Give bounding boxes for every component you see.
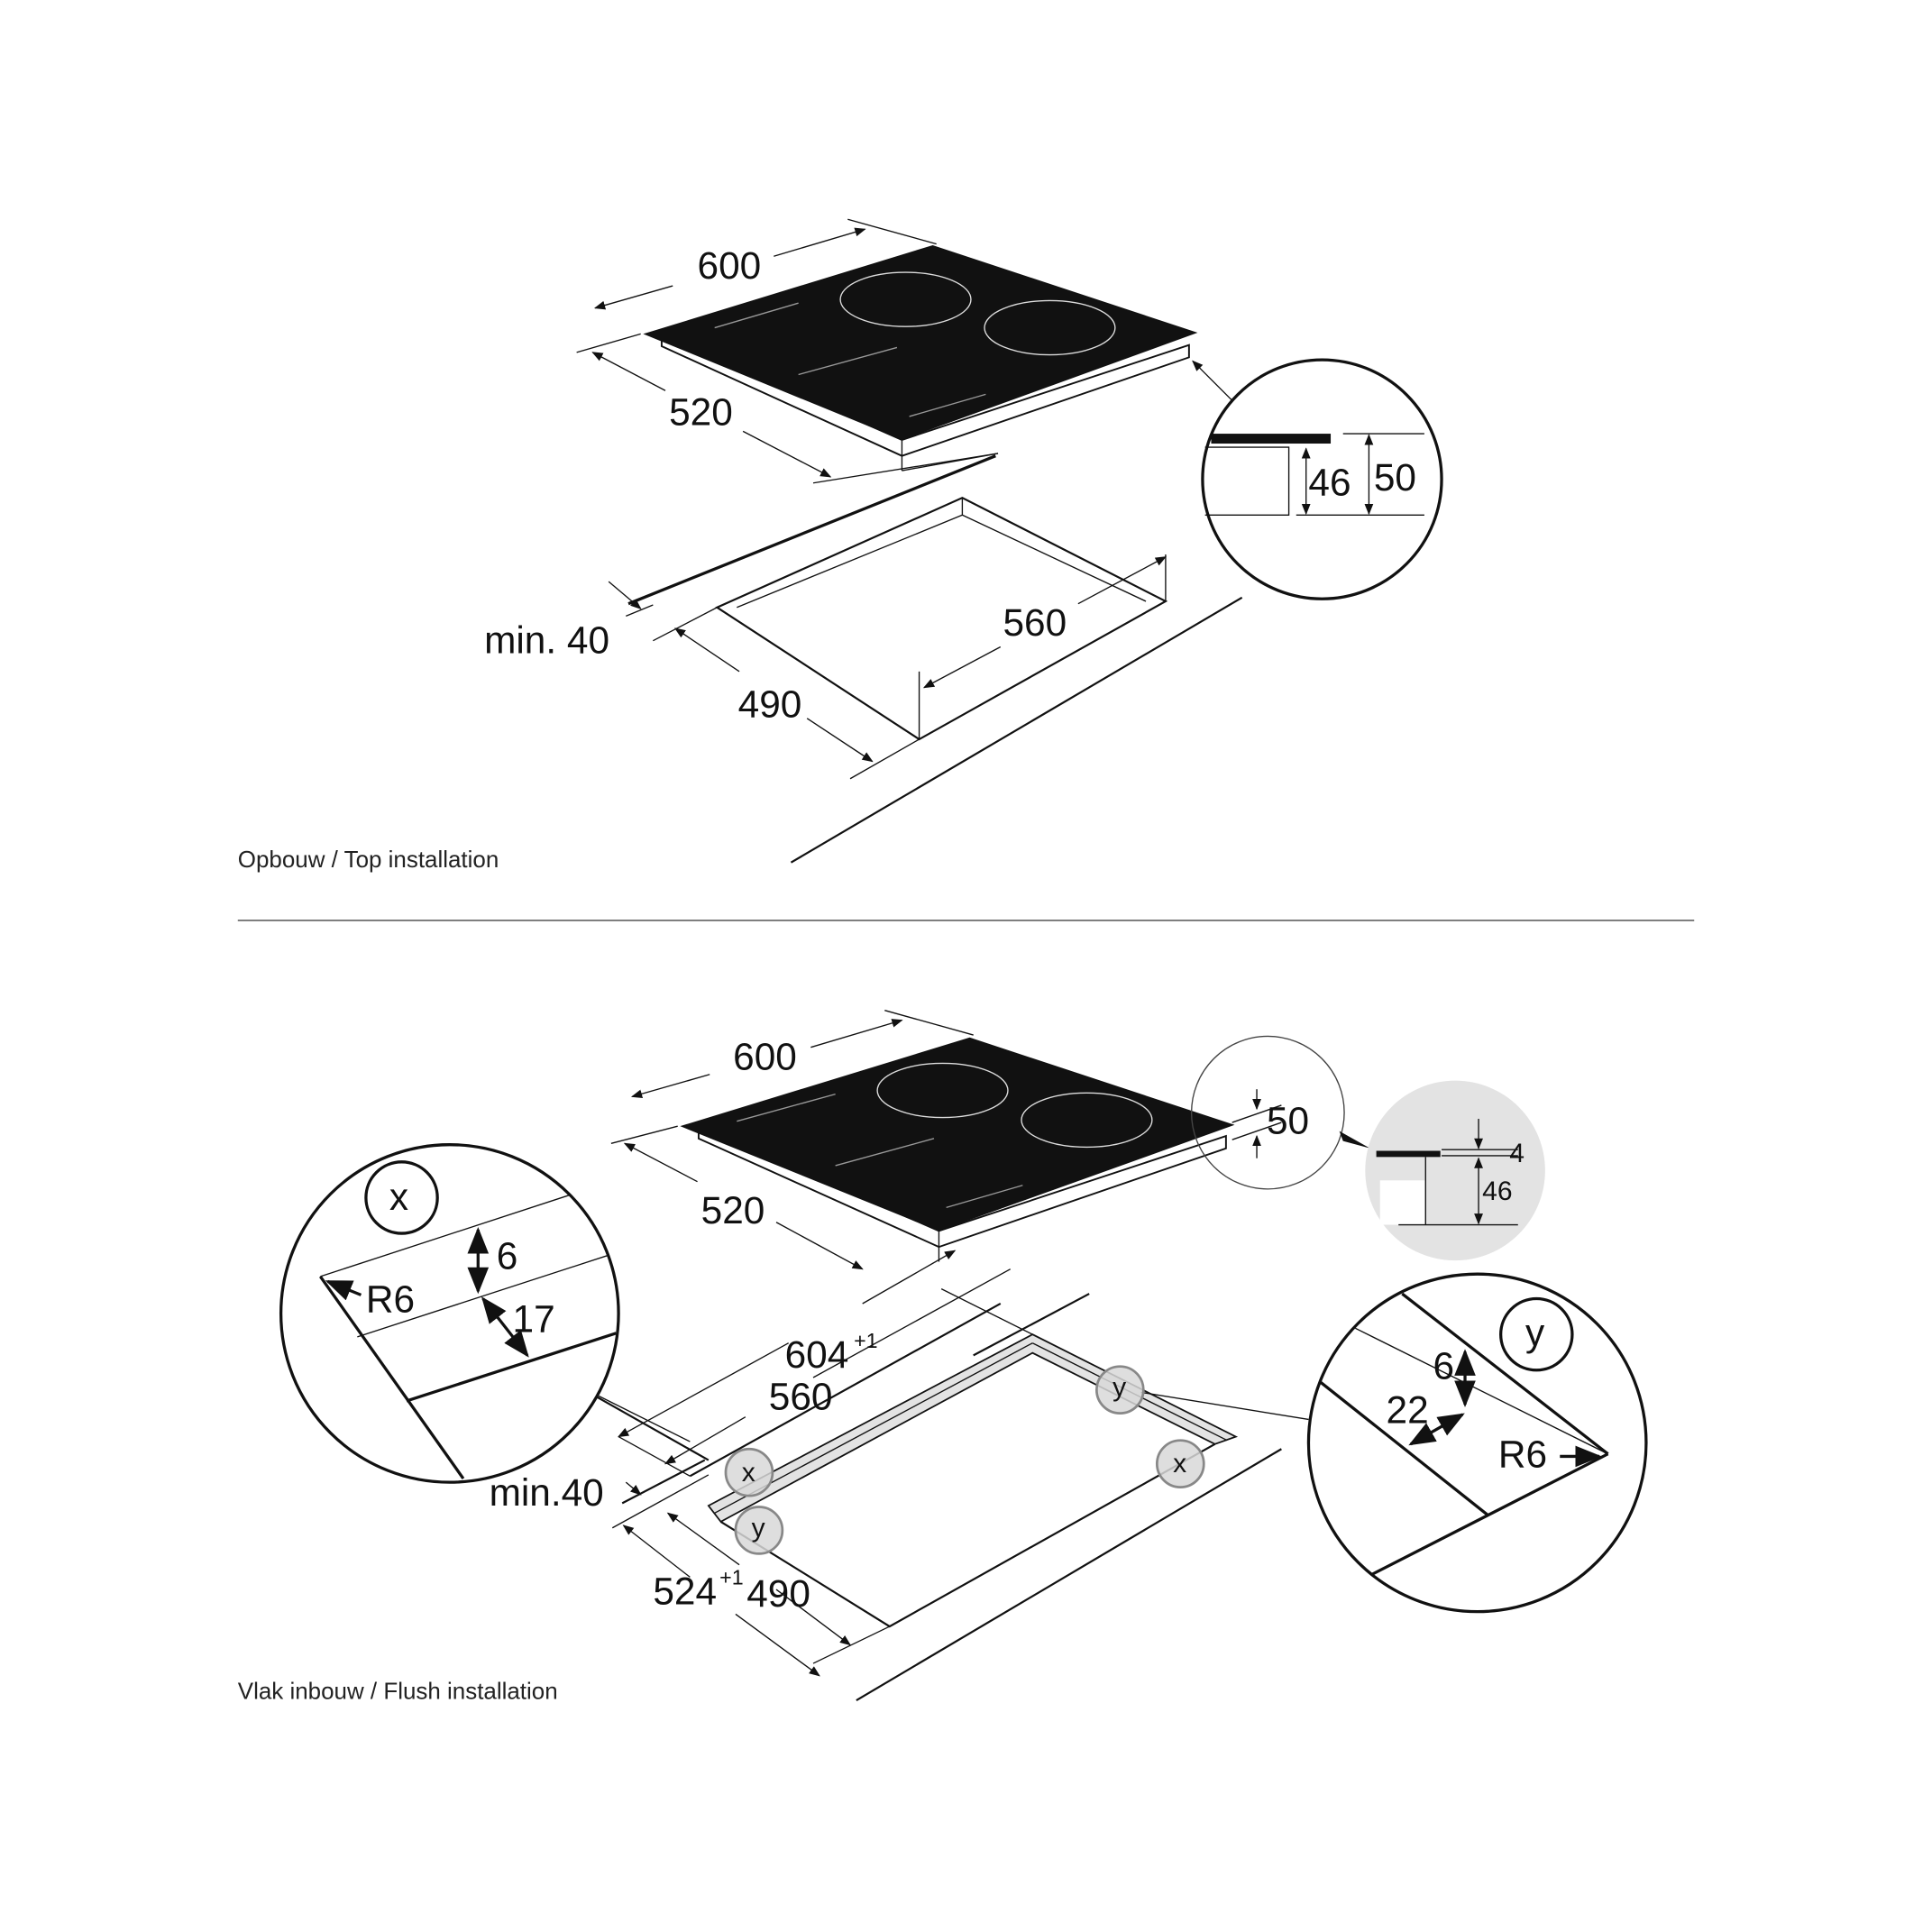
flush-min-distance-label: min.40	[490, 1471, 604, 1514]
top-installation-drawing: 600 520 min. 40 560 490	[238, 218, 1443, 873]
flush-cutout-depth-label: 490	[746, 1572, 810, 1615]
detail-x-circle: x 6 R6 17	[279, 1143, 620, 1484]
svg-text:x: x	[1173, 1449, 1186, 1479]
hob-width-label: 600	[698, 244, 762, 287]
flush-height-label: 50	[1267, 1099, 1309, 1141]
detail-y-depth: 6	[1433, 1344, 1454, 1387]
total-height-label: 50	[1374, 456, 1416, 499]
cutout-depth-label: 490	[738, 682, 802, 725]
min-distance-label: min. 40	[484, 618, 609, 661]
detail-y-label: y	[1525, 1311, 1545, 1353]
svg-text:x: x	[742, 1458, 755, 1488]
burner	[839, 271, 972, 327]
flush-cutout-width-label: 560	[769, 1376, 833, 1418]
burner	[876, 1062, 1009, 1119]
hob-glass	[643, 244, 1198, 440]
height-detail-circle: 46 50	[1201, 358, 1443, 600]
flush-height-detail: 50	[1190, 1035, 1370, 1190]
hob-glass	[680, 1037, 1235, 1232]
flush-installation-caption: Vlak inbouw / Flush installation	[238, 1678, 558, 1705]
detail-x-radius: R6	[366, 1278, 415, 1321]
glass-thickness-label: 4	[1509, 1139, 1525, 1168]
marker-x: x	[724, 1447, 774, 1497]
burner	[1021, 1092, 1153, 1149]
svg-text:y: y	[1113, 1372, 1126, 1402]
cutout-width-label: 560	[1003, 601, 1067, 644]
burner	[984, 299, 1116, 356]
detail-x-depth: 6	[497, 1235, 518, 1277]
gray-detail-circle: 4 46	[1365, 1080, 1545, 1261]
hob-depth-label: 520	[669, 391, 733, 434]
top-installation-caption: Opbouw / Top installation	[238, 846, 499, 873]
detail-x-label: x	[389, 1176, 408, 1218]
flush-installation-drawing: 600 520 50 4 46	[238, 1010, 1648, 1705]
marker-y: y	[1095, 1365, 1145, 1415]
detail-y-radius: R6	[1498, 1433, 1547, 1476]
body-height-label: 46	[1482, 1177, 1512, 1206]
flush-hob-width-label: 600	[733, 1035, 797, 1077]
marker-y: y	[734, 1506, 784, 1555]
rebate-width-label: 604	[785, 1333, 849, 1376]
marker-x: x	[1155, 1439, 1205, 1488]
flush-hob-depth-label: 520	[701, 1189, 765, 1232]
svg-text:y: y	[752, 1513, 765, 1543]
inner-height-label: 46	[1308, 461, 1351, 503]
detail-y-width: 22	[1387, 1389, 1429, 1432]
rebate-depth-label: 524	[653, 1570, 717, 1612]
detail-x-width: 17	[513, 1297, 555, 1340]
rebate-width-tolerance: +1	[854, 1329, 877, 1352]
rebate-depth-tolerance: +1	[719, 1566, 743, 1589]
detail-y-circle: y 6 22 R6	[1306, 1272, 1648, 1614]
